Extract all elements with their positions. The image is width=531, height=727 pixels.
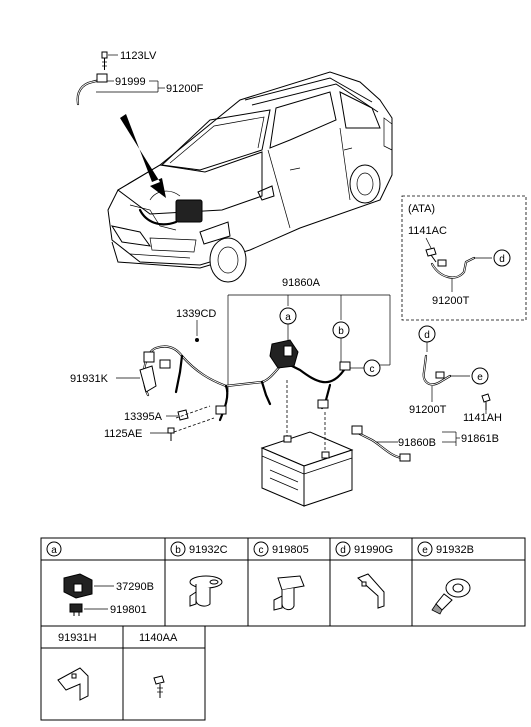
label-91860b: 91860B [398, 437, 436, 449]
parts-table: a b 91932C c 919805 d 91990G e 91932B 37… [40, 537, 526, 721]
bolt-icon [481, 393, 491, 410]
callout-d [493, 249, 511, 267]
pointer-arrow-icon [120, 114, 166, 198]
label-1123lv: 1123LV [120, 50, 157, 62]
grommet-icon [177, 409, 189, 421]
svg-text:a: a [285, 312, 291, 323]
battery-terminal-icon [283, 435, 292, 443]
cable-91860b: 91860B 91861B [351, 425, 499, 462]
table-part-37290b: 37290B [116, 581, 154, 593]
table-part-91932c: 91932C [189, 544, 228, 556]
label-91861b: 91861B [461, 433, 499, 445]
label-91200t: 91200T [409, 404, 447, 416]
fuse-icon [69, 603, 83, 616]
table-callout-b [170, 541, 186, 557]
engine-battery-icon [175, 199, 203, 223]
table-part-91932b: 91932B [436, 544, 474, 556]
bracket-91931h-icon [57, 667, 89, 701]
svg-text:e: e [422, 545, 428, 556]
svg-text:b: b [338, 326, 344, 337]
label-1141ac: 1141AC [408, 225, 447, 237]
svg-text:d: d [424, 330, 430, 341]
clip-91932b-icon [431, 578, 471, 615]
battery-terminal-icon [321, 451, 330, 459]
ata-detail-box: (ATA) 1141AC d 91200T [401, 195, 527, 321]
label-91860a: 91860A [282, 277, 321, 289]
table-callout-d [335, 541, 351, 557]
label-ata: (ATA) [408, 203, 435, 215]
cable-91200f-detail: 1123LV 91999 91200F [76, 50, 204, 198]
svg-text:c: c [259, 545, 264, 556]
label-91999: 91999 [115, 76, 146, 88]
svg-text:d: d [340, 545, 346, 556]
harness-91860a: 91860A a b c [70, 277, 391, 441]
callout-e [471, 367, 489, 385]
vehicle-illustration [107, 71, 393, 283]
clip-91932c-icon [189, 575, 223, 607]
battery-illustration [260, 380, 354, 507]
table-part-91931h: 91931H [58, 632, 97, 644]
table-callout-e [417, 541, 433, 557]
svg-text:c: c [370, 364, 375, 375]
table-part-919805: 919805 [272, 544, 309, 556]
clip-919805-icon [273, 575, 305, 611]
label-1339cd: 1339CD [176, 308, 216, 320]
table-part-91990g: 91990G [354, 544, 393, 556]
table-part-1140aa: 1140AA [139, 632, 178, 644]
bolt-icon [167, 427, 175, 441]
label-91200t-ata: 91200T [432, 295, 470, 307]
bracket-91990g-icon [357, 573, 385, 609]
label-91200f: 91200F [166, 83, 204, 95]
label-1125ae: 1125AE [104, 428, 142, 440]
cable-91200t: d e 91200T 1141AH [409, 325, 502, 424]
table-callout-a [46, 541, 62, 557]
label-13395a: 13395A [124, 411, 163, 423]
table-part-919801: 919801 [110, 604, 147, 616]
svg-text:e: e [477, 372, 483, 383]
relay-block-icon [63, 573, 93, 599]
clip-icon [195, 338, 199, 342]
bolt-icon [101, 51, 108, 70]
bolt-icon [425, 247, 437, 263]
label-91931k: 91931K [70, 373, 109, 385]
label-1141ah: 1141AH [463, 412, 502, 424]
bolt-1140aa-icon [153, 675, 165, 698]
svg-text:d: d [499, 254, 505, 265]
table-callout-c [253, 541, 269, 557]
svg-text:a: a [51, 545, 57, 556]
svg-text:b: b [175, 545, 181, 556]
